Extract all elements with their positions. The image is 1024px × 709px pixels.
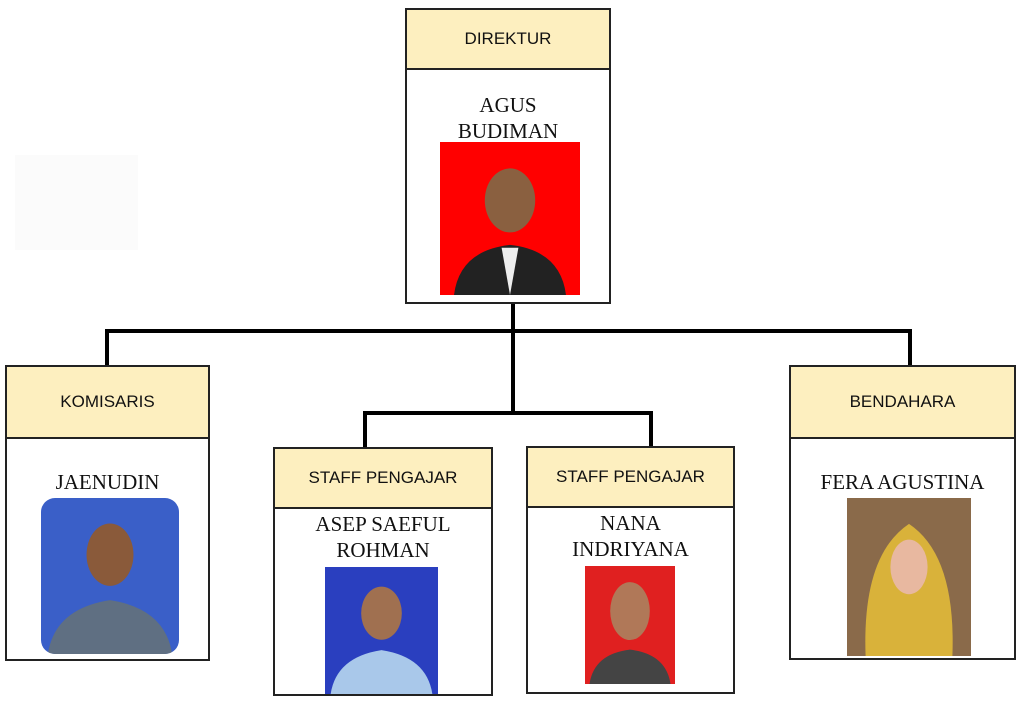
connector-line [511,303,515,413]
connector-line [649,411,653,447]
node-name: ASEP SAEFUL ROHMAN [315,512,451,562]
faint-placeholder [15,155,138,250]
node-name: JAENUDIN [55,470,160,494]
node-title: STAFF PENGAJAR [528,448,733,508]
connector-line [105,329,912,333]
node-komisaris: KOMISARIS JAENUDIN [5,365,210,661]
node-name: FERA AGUSTINA [820,470,985,494]
node-title: DIREKTUR [407,10,609,70]
node-direktur: DIREKTUR AGUS BUDIMAN [405,8,611,304]
connector-line [363,411,367,448]
person-photo [585,566,675,684]
connector-line [908,329,912,366]
node-name: AGUS BUDIMAN [457,93,559,143]
person-photo [41,498,179,654]
person-photo [325,567,438,694]
node-staff-pengajar-1: STAFF PENGAJAR ASEP SAEFUL ROHMAN [273,447,493,696]
node-title: KOMISARIS [7,367,208,439]
node-bendahara: BENDAHARA FERA AGUSTINA [789,365,1016,660]
connector-line [363,411,653,415]
node-staff-pengajar-2: STAFF PENGAJAR NANA INDRIYANA [526,446,735,694]
node-title: STAFF PENGAJAR [275,449,491,509]
node-title: BENDAHARA [791,367,1014,439]
person-photo [440,142,580,295]
person-photo [847,498,971,656]
node-name: NANA INDRIYANA [572,511,689,561]
connector-line [105,329,109,366]
